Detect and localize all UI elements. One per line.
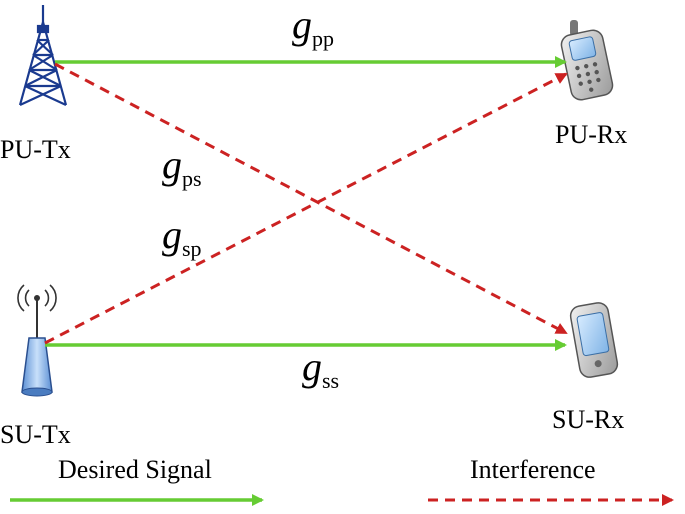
pu-tx-label: PU-Tx xyxy=(0,135,71,164)
gain-ss-label: gss xyxy=(302,344,339,393)
gain-sp-label: gsp xyxy=(162,212,202,261)
legend-desired-label: Desired Signal xyxy=(58,455,212,484)
gain-pp-label: gpp xyxy=(292,2,334,51)
gain-ps-label: gps xyxy=(162,142,202,191)
su-tx-antenna-icon xyxy=(17,284,57,397)
link-sp-arrow xyxy=(44,72,568,345)
pu-tx-tower-icon xyxy=(18,5,68,106)
su-tx-label: SU-Tx xyxy=(0,420,71,449)
legend-interference-label: Interference xyxy=(470,455,596,484)
su-rx-phone-icon xyxy=(569,302,619,378)
pu-rx-label: PU-Rx xyxy=(555,120,627,149)
pu-rx-phone-icon xyxy=(560,20,614,101)
link-ps-arrow xyxy=(54,62,568,335)
su-rx-label: SU-Rx xyxy=(552,405,624,434)
